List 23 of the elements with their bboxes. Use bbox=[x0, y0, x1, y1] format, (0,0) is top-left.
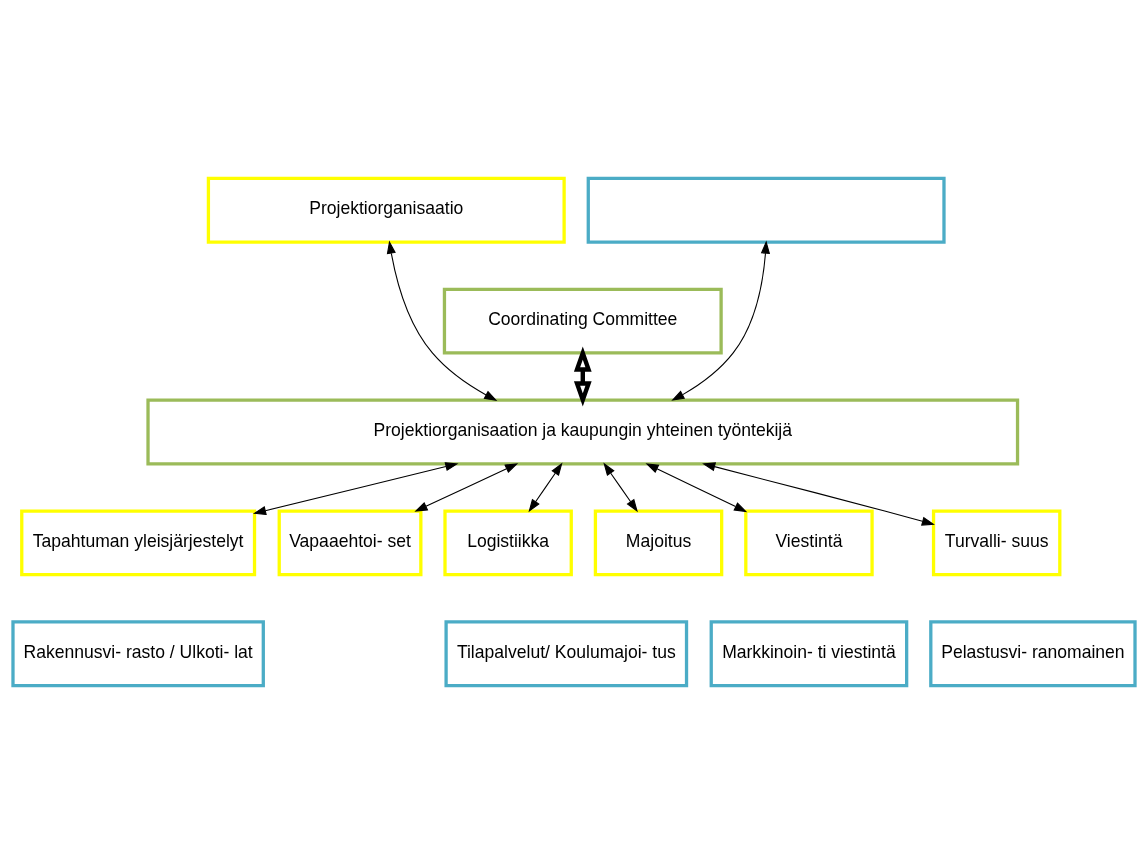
node-box: Tapahtuman yleisjärjestelyt bbox=[20, 508, 257, 576]
arrow bbox=[702, 461, 935, 526]
node-box: Pelastusvi- ranomainen bbox=[929, 619, 1137, 687]
arrow bbox=[573, 345, 592, 407]
arrow bbox=[645, 462, 748, 512]
arrow bbox=[252, 461, 459, 515]
arrow bbox=[528, 462, 563, 512]
node-box: Tilapalvelut/ Koulumajoi- tus bbox=[444, 619, 689, 687]
arrow bbox=[603, 462, 638, 512]
arrow bbox=[414, 462, 519, 512]
node-box: Turvalli- suus bbox=[931, 508, 1062, 576]
node-box: Viestintä bbox=[744, 508, 874, 576]
node-box: Majoitus bbox=[593, 508, 724, 576]
node-box: Coordinating Committee bbox=[442, 287, 723, 355]
node-box: Projektiorganisaation ja kaupungin yhteinen työntekijä bbox=[146, 398, 1020, 465]
node-box: Rakennusvi- rasto / Ulkoti- lat bbox=[11, 619, 265, 687]
node-box: Projektiorganisaatio bbox=[206, 176, 566, 244]
node-box: Markkinoin- ti viestintä bbox=[709, 619, 909, 687]
node-box: Logistiikka bbox=[443, 508, 573, 576]
node-box: Vapaaehtoi- set bbox=[277, 508, 423, 576]
arrow bbox=[671, 239, 771, 401]
node-box bbox=[586, 176, 946, 244]
arrow bbox=[386, 240, 498, 401]
